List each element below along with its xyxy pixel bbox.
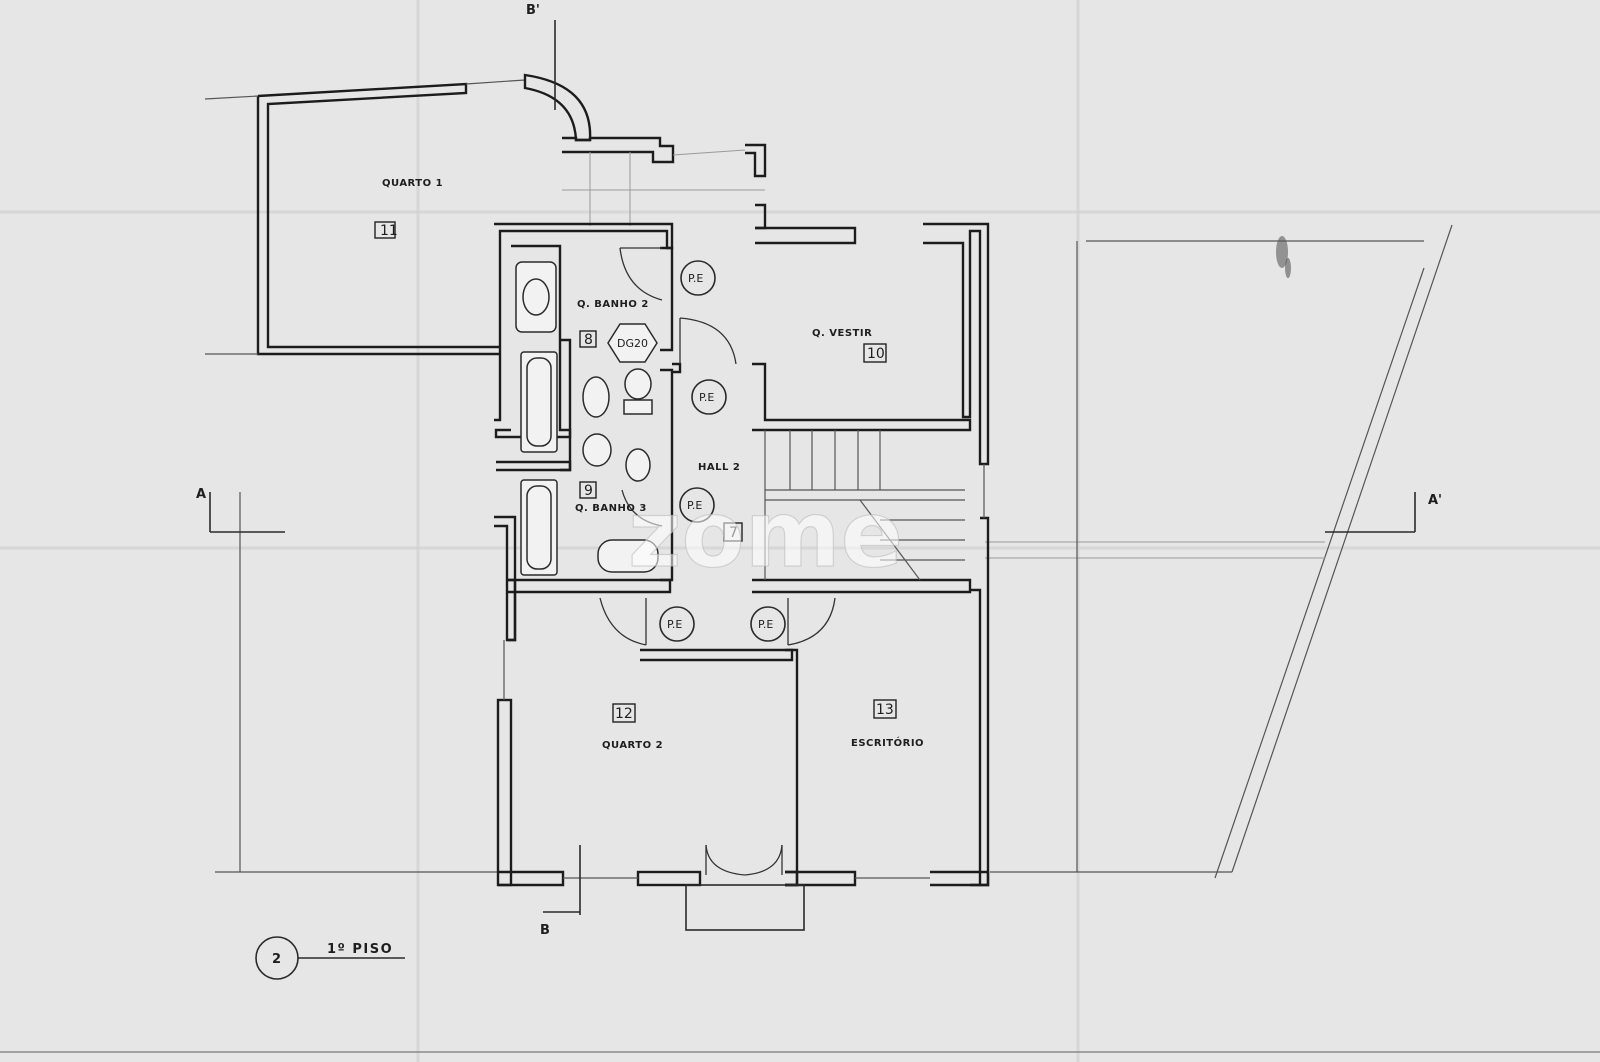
site-lines xyxy=(215,224,1453,879)
dressing-room-number: 10 xyxy=(867,346,885,362)
ink-smudge xyxy=(1276,236,1291,278)
duct-label: DG20 xyxy=(617,337,648,350)
bathroom3-number: 9 xyxy=(584,483,593,499)
pe-label: P.E xyxy=(688,272,703,285)
pe-label: P.E xyxy=(687,499,702,512)
quarto2-label: QUARTO 2 xyxy=(602,740,663,751)
quarto1-walls xyxy=(204,79,526,356)
floor-title-block: 2 1º PISO xyxy=(255,936,405,980)
main-walls xyxy=(494,222,990,887)
bath-fixtures xyxy=(515,261,659,576)
section-a-label: A xyxy=(196,487,206,502)
door-swings xyxy=(503,247,985,931)
bathroom2-number: 8 xyxy=(584,332,593,348)
bathroom2-bidet xyxy=(624,368,652,400)
top-curved-wall xyxy=(523,73,767,230)
watermark-logo: zome xyxy=(628,481,903,588)
hall-number: 7 xyxy=(729,525,738,541)
pe-label: P.E xyxy=(758,618,773,631)
quarto2-number: 12 xyxy=(615,706,633,722)
office-number: 13 xyxy=(876,702,894,718)
quarto1-number: 11 xyxy=(380,223,398,239)
pe-label: P.E xyxy=(667,618,682,631)
room-labels: QUARTO 1 11 Q. BANHO 2 8 DG20 Q. BANHO 3… xyxy=(374,178,924,751)
section-markers xyxy=(209,20,1416,915)
bathroom3-label: Q. BANHO 3 xyxy=(575,503,647,514)
bathroom3-bidet xyxy=(625,448,651,482)
dressing-room-label: Q. VESTIR xyxy=(812,328,872,339)
pe-label: P.E xyxy=(699,391,714,404)
floor-title: 1º PISO xyxy=(327,942,393,957)
quarto1-label: QUARTO 1 xyxy=(382,178,443,189)
staircase xyxy=(764,430,965,581)
pe-markers: P.E P.E P.E P.E P.E xyxy=(659,260,786,642)
section-a-prime-label: A' xyxy=(1428,493,1442,508)
duct-hexagon xyxy=(607,323,658,363)
hall-label: HALL 2 xyxy=(698,462,740,473)
floor-number: 2 xyxy=(272,952,283,967)
section-b-prime-label: B' xyxy=(526,3,540,18)
bathroom3-toilet xyxy=(582,433,612,467)
office-label: ESCRITÓRIO xyxy=(851,736,924,749)
bathroom3-sink xyxy=(597,539,659,573)
bathroom2-label: Q. BANHO 2 xyxy=(577,299,649,310)
section-letters: B' B A A' xyxy=(196,3,1442,938)
section-b-label: B xyxy=(540,923,550,938)
bathroom2-toilet xyxy=(582,376,610,418)
